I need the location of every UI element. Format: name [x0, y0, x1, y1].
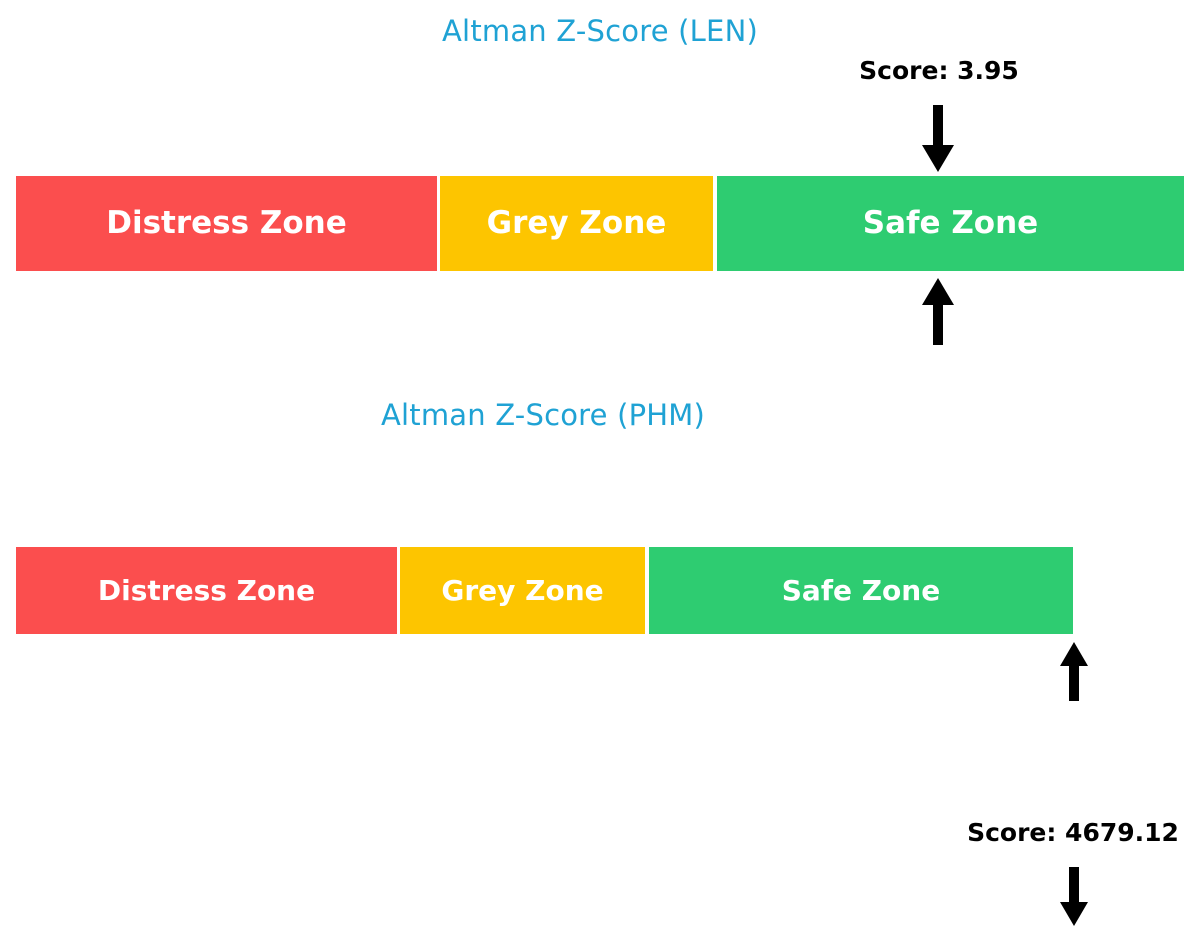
- zone-label: Grey Zone: [441, 573, 604, 607]
- zone-distress: Distress Zone: [16, 547, 397, 634]
- zone-gauge: Distress Zone Grey Zone Safe Zone: [0, 547, 1200, 634]
- zone-gauge: Distress Zone Grey Zone Safe Zone: [0, 176, 1200, 271]
- arrow-down-icon: [921, 105, 955, 173]
- zone-label: Safe Zone: [862, 205, 1039, 241]
- score-label: Score: 3.95: [859, 56, 1019, 85]
- chart-title: Altman Z-Score (LEN): [442, 14, 758, 48]
- zone-grey: Grey Zone: [400, 547, 645, 634]
- chart-title: Altman Z-Score (PHM): [380, 398, 706, 432]
- zone-safe: Safe Zone: [717, 176, 1184, 271]
- zone-label: Distress Zone: [97, 573, 316, 607]
- zone-safe: Safe Zone: [649, 547, 1073, 634]
- arrow-up-icon: [921, 277, 955, 345]
- zone-label: Distress Zone: [106, 205, 347, 241]
- zone-label: Safe Zone: [781, 573, 941, 607]
- zone-distress: Distress Zone: [16, 176, 437, 271]
- arrow-up-icon: [1059, 641, 1089, 701]
- zone-grey: Grey Zone: [440, 176, 713, 271]
- chart-altman-z-score-len: Altman Z-Score (LEN) Score: 3.95 Distres…: [0, 0, 1200, 360]
- chart-altman-z-score-phm: Altman Z-Score (PHM) Score: 4679.12 Dist…: [0, 380, 1200, 926]
- score-label: Score: 4679.12: [967, 818, 1179, 847]
- arrow-down-icon: [1059, 867, 1089, 927]
- zone-label: Grey Zone: [486, 205, 667, 241]
